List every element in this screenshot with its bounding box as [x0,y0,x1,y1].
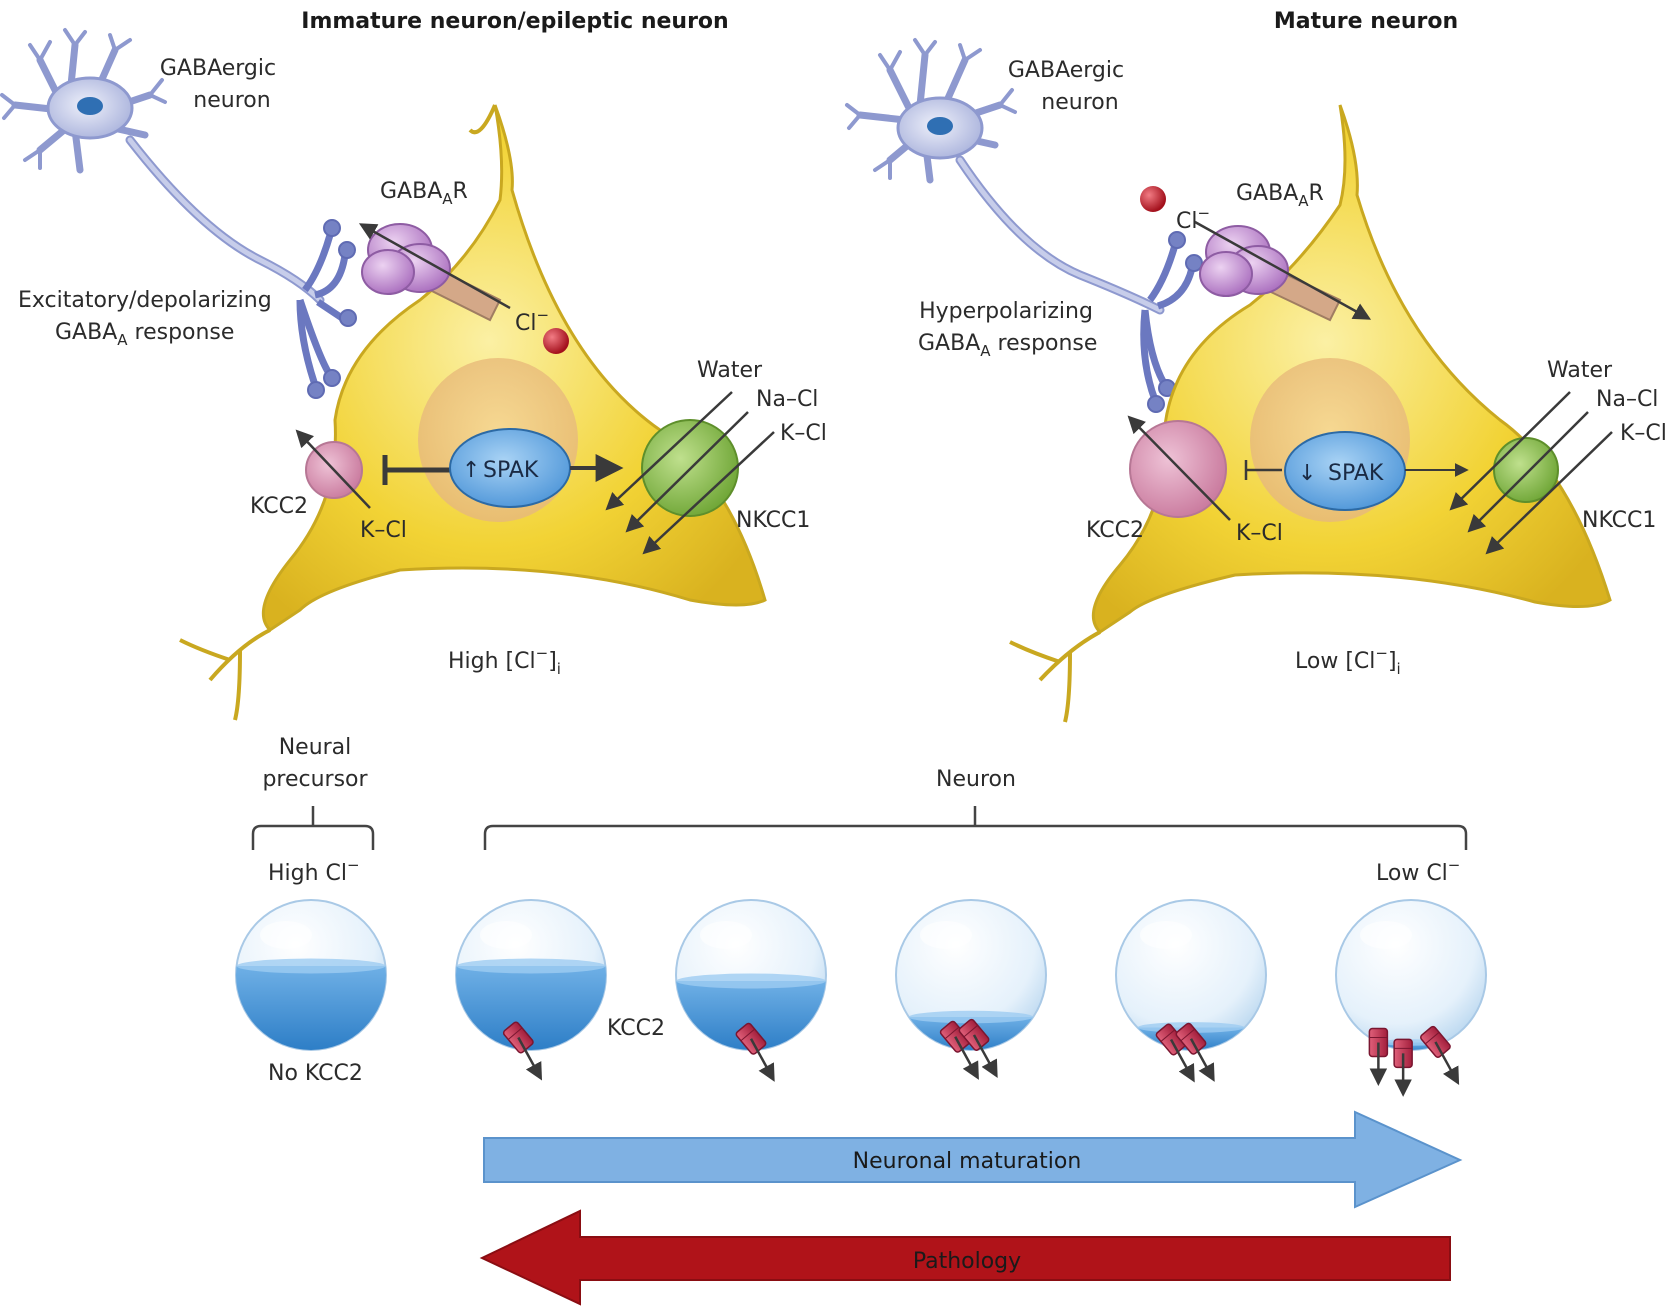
pathology-label: Pathology [913,1249,1021,1274]
right-receptor-label: GABAAR [1236,181,1324,210]
maturation-arrow [483,1110,1463,1209]
high-cl-label: High Cl− [268,856,360,886]
left-water-label: Water [697,358,763,383]
right-spak-label: SPAK [1328,461,1384,486]
right-spak-down-icon: ↓ [1298,461,1316,486]
left-spak-up-icon: ↑ [462,458,480,483]
kcc2-efflux-arrow [517,1036,543,1081]
right-nacl-influx-arrow [1467,411,1589,533]
kcc2-efflux-arrow [954,1036,979,1080]
left-nkcc1-label: NKCC1 [736,508,810,533]
kcc2-efflux-arrow [749,1038,775,1082]
right-water-label: Water [1547,358,1613,383]
right-concentration-label: Low [Cl−]i [1295,644,1401,678]
right-gabaergic-label-2: neuron [1041,90,1118,115]
chloride-spheres [235,899,1487,1097]
left-kcl-influx-arrow [642,431,775,555]
chloride-sphere [235,899,387,1051]
right-gabaergic-label-1: GABAergic [1008,58,1124,83]
precursor-label-1: Neural [279,735,352,760]
left-kcl-out-label: K–Cl [360,518,407,543]
right-water-influx-arrow [1449,391,1571,511]
left-gabaergic-label-1: GABAergic [160,56,276,81]
right-chloride-ion [1140,186,1166,212]
left-chloride-efflux-arrow [358,223,511,310]
right-nkcc1-label: NKCC1 [1582,508,1656,533]
maturation-label: Neuronal maturation [853,1149,1082,1174]
left-gaba-nucleus [77,97,103,115]
left-spak-label: SPAK [483,458,539,483]
kcc2-efflux-arrow [972,1034,998,1078]
left-panel-title: Immature neuron/epileptic neuron [301,9,728,34]
kcc2-label: KCC2 [607,1016,665,1041]
kcc2-efflux-arrow [1169,1038,1195,1083]
chloride-sphere [1335,899,1487,1051]
left-nacl-influx-arrow [625,411,749,533]
right-panel-title: Mature neuron [1274,9,1458,34]
right-kcc2-efflux-arrow [1127,415,1231,521]
left-nacl-label: Na–Cl [756,387,818,412]
left-kcc2-efflux-arrow [295,429,371,509]
right-kcl-in-label: K–Cl [1620,421,1667,446]
chloride-sphere [455,899,607,1051]
low-cl-label: Low Cl− [1376,856,1460,886]
left-receptor-label: GABAAR [380,179,468,208]
right-chloride-label: Cl− [1176,204,1210,234]
right-nacl-label: Na–Cl [1596,387,1658,412]
neuron-bracket [483,806,1468,850]
pathology-arrow [479,1209,1451,1306]
right-gaba-nucleus [927,117,953,135]
maturation-timeline: Neural precursor Neuron High Cl− Low Cl−… [235,735,1487,1306]
left-kcl-in-label: K–Cl [780,421,827,446]
right-gabaergic-neuron [845,38,1203,413]
left-kcc2-label: KCC2 [250,494,308,519]
left-panel: Immature neuron/epileptic neuron G [0,9,827,721]
right-kcl-out-label: K–Cl [1236,521,1283,546]
right-chloride-influx-arrow [1194,220,1372,320]
kcc2-efflux-arrow [1189,1038,1215,1082]
left-concentration-label: High [Cl−]i [448,644,561,678]
left-chloride-label: Cl− [515,306,549,336]
left-gabaergic-label-2: neuron [193,88,270,113]
left-gabaergic-neuron [0,28,357,399]
right-gabaa-receptor [1199,225,1342,322]
left-response-label-2: GABAA response [55,320,234,349]
right-response-label-1: Hyperpolarizing [919,299,1093,324]
right-nkcc1-transporter [1493,437,1559,503]
right-panel: Mature neuron GABAergic neuron [845,9,1667,723]
left-response-label-1: Excitatory/depolarizing [18,288,272,313]
precursor-bracket [251,806,375,850]
right-kcl-influx-arrow [1485,431,1613,555]
precursor-label-2: precursor [262,767,368,792]
left-gabaa-receptor [361,223,502,322]
kcc2-efflux-arrow [1434,1041,1460,1085]
chloride-level-fill [236,966,386,1050]
no-kcc2-label: No KCC2 [268,1061,363,1086]
right-kcc2-label: KCC2 [1086,518,1144,543]
left-water-influx-arrow [605,391,733,511]
neuron-label: Neuron [936,767,1016,792]
left-chloride-ion [543,328,569,354]
right-response-label-2: GABAA response [918,331,1097,360]
